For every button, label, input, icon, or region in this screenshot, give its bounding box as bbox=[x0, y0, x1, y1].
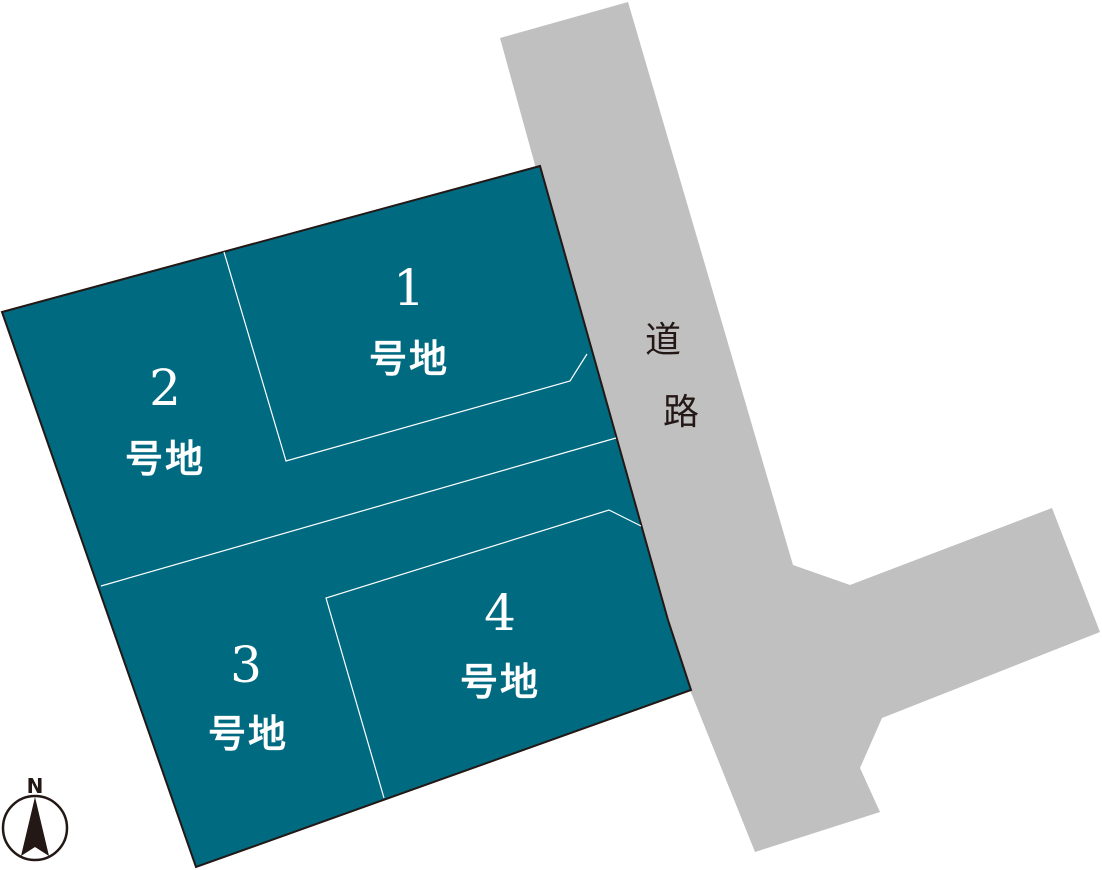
road-area bbox=[500, 2, 1100, 852]
divider-lot4-boundary bbox=[325, 509, 642, 799]
site-lots: 1 号地 2 号地 3 号地 4 号地 bbox=[0, 164, 693, 869]
lot-4-number: 4 bbox=[484, 584, 516, 642]
divider-lot1-boundary bbox=[223, 251, 588, 462]
road-label-char-1: 道 bbox=[645, 320, 681, 361]
road-label-char-2: 路 bbox=[663, 392, 699, 433]
lot-1-number: 1 bbox=[393, 259, 425, 317]
lot-2[interactable]: 2 号地 bbox=[125, 359, 205, 481]
site-parcel bbox=[0, 164, 693, 869]
lot-1-suffix: 号地 bbox=[369, 337, 449, 381]
lot-2-number: 2 bbox=[149, 359, 181, 417]
divider-center-access bbox=[100, 437, 617, 587]
lot-3-number: 3 bbox=[230, 636, 262, 694]
lot-2-suffix: 号地 bbox=[125, 437, 205, 481]
lot-4[interactable]: 4 号地 bbox=[460, 584, 540, 704]
compass-letter: N bbox=[27, 774, 44, 798]
lot-3-suffix: 号地 bbox=[208, 712, 288, 756]
north-arrow-icon bbox=[1, 794, 69, 862]
lot-1[interactable]: 1 号地 bbox=[369, 259, 449, 381]
road: 道 路 bbox=[500, 2, 1100, 852]
north-compass: N bbox=[1, 774, 69, 862]
lot-dividers bbox=[100, 251, 642, 799]
lot-4-suffix: 号地 bbox=[460, 660, 540, 704]
lot-3[interactable]: 3 号地 bbox=[208, 636, 288, 756]
